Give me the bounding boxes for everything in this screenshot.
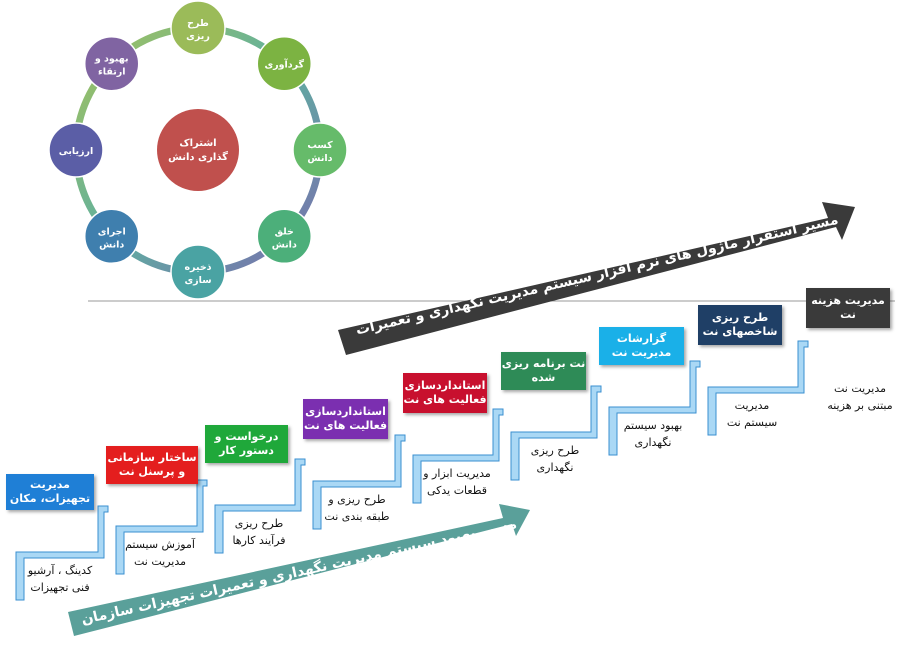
cycle-node-planning [170, 0, 226, 56]
cycle-node-label: بهبود و [94, 54, 129, 65]
cycle-node-improve [83, 35, 140, 92]
step-title-box-2: ساختار سازمانی و پرسنل نت [106, 446, 198, 484]
cycle-center-label: اشتراک [179, 138, 216, 149]
step-title-box-9: مدیریت هزینه نت [806, 288, 890, 328]
step-description-2: آموزش سیستم مدیریت نت [125, 538, 195, 568]
cycle-node-label: ذخیره [184, 262, 211, 273]
cycle-node-implement [83, 208, 140, 265]
cycle-node-label: خلق [275, 226, 294, 237]
cycle-node-label: ارزیابی [59, 146, 94, 157]
cycle-node-create [256, 208, 313, 265]
cycle-node-acquire [292, 122, 348, 178]
cycle-node-label: دانش [307, 153, 332, 164]
step-description-3: طرح ریزی فرآیند کارها [232, 517, 286, 547]
step-description-1: کدینگ ، آرشیو فنی تجهیزات [27, 564, 93, 594]
step-description-7: بهبود سیستم نگهداری [623, 419, 683, 449]
cycle-node-label: ارتقاء [98, 67, 126, 78]
cycle-node-label: کسب [307, 140, 333, 151]
step-description-6: طرح ریزی نگهداری [530, 444, 580, 474]
step-title-box-4: استانداردسازی فعالیت های نت [303, 399, 388, 439]
step-connector-2 [115, 479, 208, 575]
step-connector-6 [510, 385, 602, 481]
step-title-box-7: گزارشات مدیریت نت [599, 327, 684, 365]
cycle-center-label: گذاری دانش [168, 150, 228, 163]
lower-path-arrow: مسیر بهبود سیستم مدیریت نگهداری و تعمیرا… [68, 504, 530, 636]
cycle-node-label: طرح [187, 18, 209, 29]
step-description-4: طرح ریزی و طبقه بندی نت [324, 493, 390, 523]
step-title-box-6: نت برنامه ریزی شده [501, 352, 586, 390]
cycle-node-label: ریزی [186, 31, 210, 42]
cycle-node-label: گردآوری [264, 58, 304, 71]
cycle-node-store [170, 244, 226, 300]
step-connector-1 [15, 505, 109, 601]
step-description-8: مدیریت سیستم نت [726, 399, 778, 429]
step-title-box-3: درخواست و دستور کار [205, 425, 288, 463]
cycle-node-label: سازی [184, 275, 211, 286]
step-title-box-8: طرح ریزی شاخصهای نت [698, 305, 782, 345]
step-connector-3 [214, 458, 306, 554]
step-title-box-1: مدیریت تجهیزات، مکان [6, 474, 94, 510]
step-connector-5 [412, 408, 504, 504]
step-connector-7 [608, 360, 701, 456]
cycle-node-evaluate [48, 122, 104, 178]
cycle-center-node [157, 109, 239, 191]
step-connector-4 [312, 434, 406, 530]
cycle-node-gathering [256, 35, 313, 92]
cycle-node-label: اجرای [98, 226, 126, 237]
step-title-box-5: استانداردسازی فعالیت های نت [403, 373, 487, 413]
step-description-5: مدیریت ابزار و قطعات یدکی [423, 467, 491, 497]
step-description-9: مدیریت نت مبتنی بر هزینه [827, 382, 893, 412]
step-connector-8 [707, 340, 809, 436]
cycle-node-label: دانش [99, 239, 124, 250]
cycle-node-label: دانش [272, 239, 297, 250]
